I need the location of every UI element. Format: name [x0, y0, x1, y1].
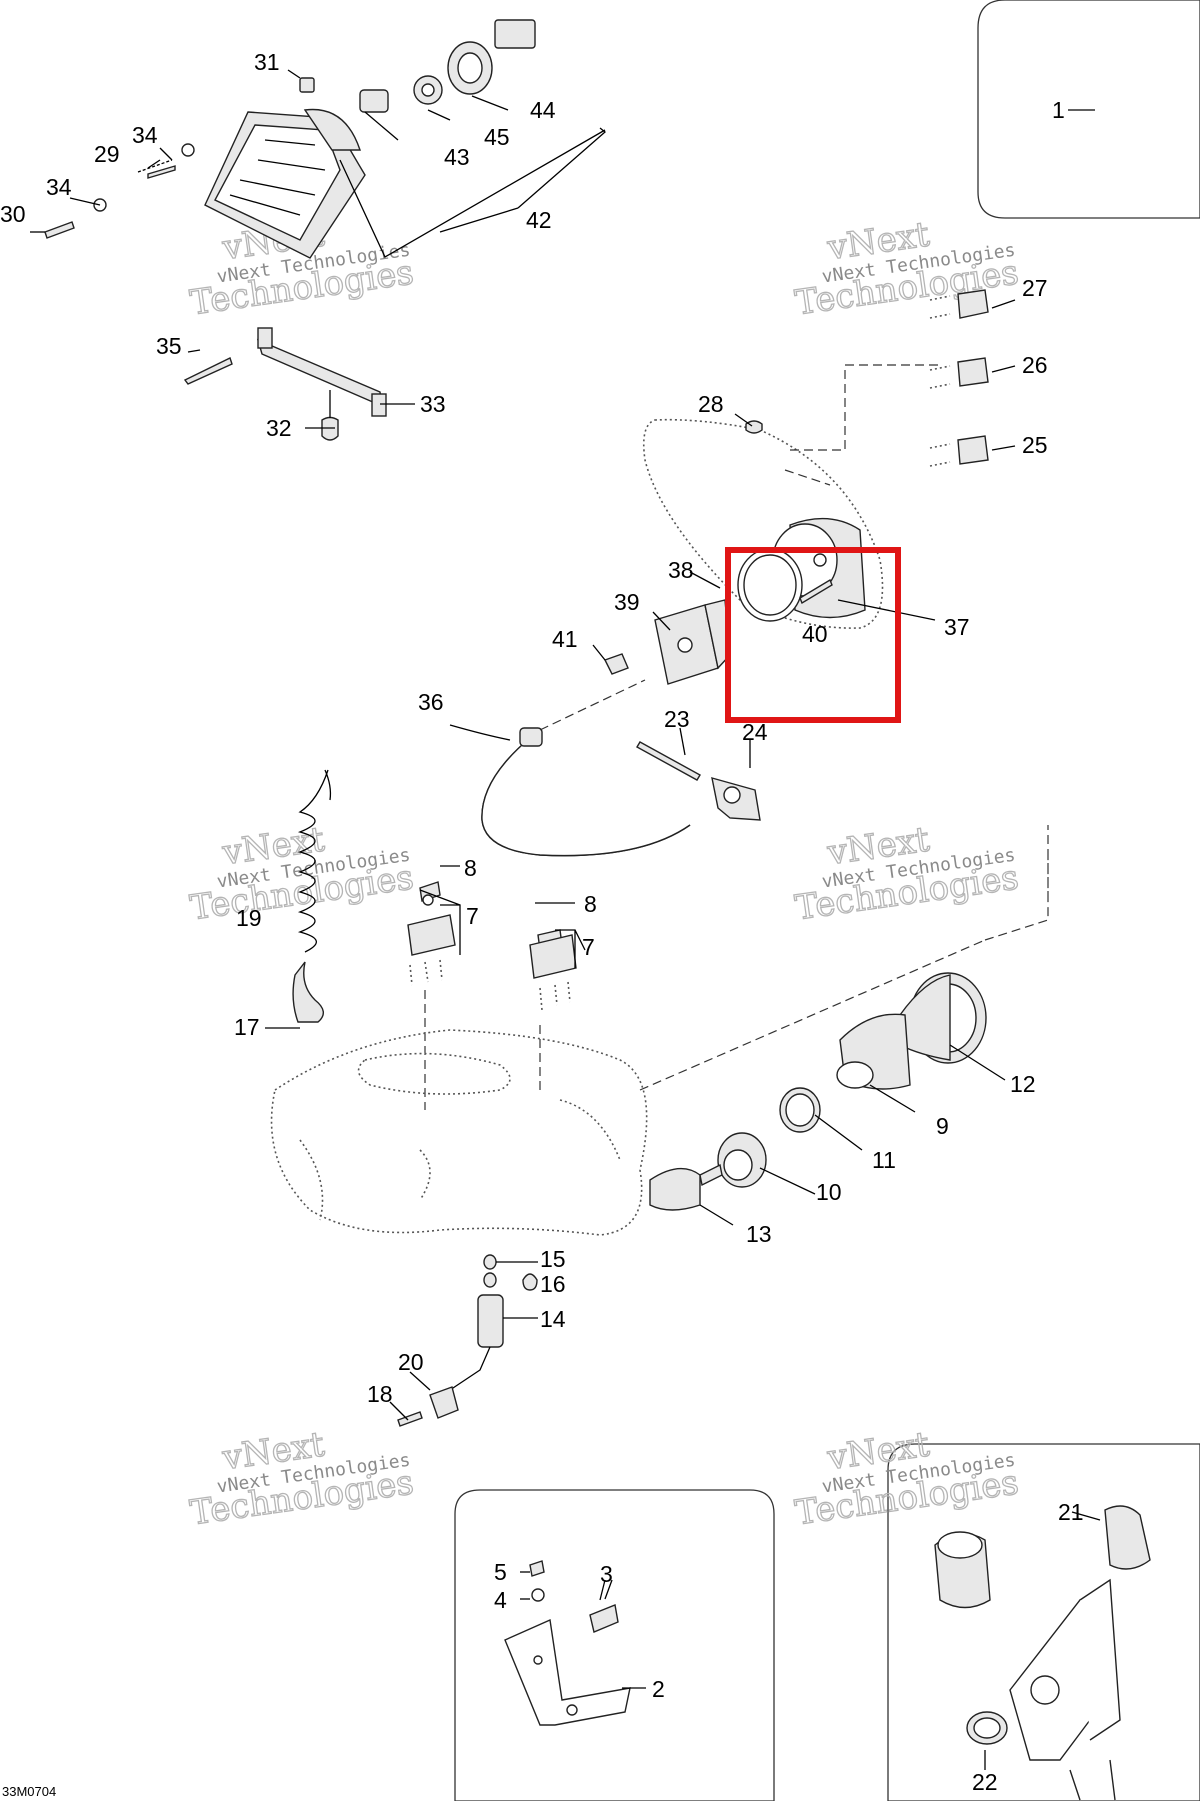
inset-box-top-right: [977, 0, 1200, 219]
callout-39: 39: [614, 589, 640, 615]
callout-34a: 34: [132, 122, 158, 148]
headlamp-bracket: [183, 327, 387, 441]
callout-8a: 8: [464, 855, 477, 881]
callout-31: 31: [254, 49, 280, 75]
callout-4: 4: [494, 1587, 507, 1613]
inset-handle: [934, 1505, 1151, 1801]
headlamp-assembly: [44, 19, 536, 259]
callout-23: 23: [664, 706, 690, 732]
callout-42: 42: [526, 207, 552, 233]
callout-33: 33: [420, 391, 446, 417]
callout-14: 14: [540, 1306, 566, 1332]
callout-7a: 7: [466, 903, 479, 929]
switches: [407, 881, 577, 1110]
callout-9: 9: [936, 1113, 949, 1139]
callout-25: 25: [1022, 432, 1048, 458]
ignition-switch-group: [639, 825, 1049, 1211]
callout-19: 19: [236, 905, 262, 931]
callout-28: 28: [698, 391, 724, 417]
callout-5: 5: [494, 1559, 507, 1585]
callout-12: 12: [1010, 1071, 1036, 1097]
callout-1: 1: [1052, 97, 1065, 123]
callout-44: 44: [530, 97, 556, 123]
callout-7b: 7: [582, 934, 595, 960]
callout-3: 3: [600, 1561, 613, 1587]
callout-13: 13: [746, 1221, 772, 1247]
callout-37: 37: [944, 614, 970, 640]
callout-8b: 8: [584, 891, 597, 917]
callout-2: 2: [652, 1676, 665, 1702]
inset-box-bottom-right: [887, 1443, 1200, 1801]
handlebar-pad-outline: [270, 1029, 648, 1236]
callout-numbers: 1 2 3 4 5 7 7 8 8 9 10 11 12 13 14 15 16…: [0, 49, 1084, 1795]
callout-29: 29: [94, 141, 120, 167]
callout-16: 16: [540, 1271, 566, 1297]
leader-lines: [30, 69, 1101, 1770]
fuel-sender: [397, 1254, 538, 1427]
diagram-code: 33M0704: [2, 1784, 56, 1799]
callout-30: 30: [0, 201, 26, 227]
callout-32: 32: [266, 415, 292, 441]
watermark-group: vNext vNext Technologies Technologies vN…: [187, 214, 1022, 1534]
callout-11: 11: [872, 1147, 896, 1173]
callout-43: 43: [444, 144, 470, 170]
speedo-cable: [481, 679, 761, 857]
callout-38: 38: [668, 557, 694, 583]
callout-41: 41: [552, 626, 578, 652]
callout-21: 21: [1058, 1499, 1084, 1525]
callout-35: 35: [156, 333, 182, 359]
inset-box-bottom-center: [454, 1489, 775, 1801]
gauge-bracket: [604, 599, 731, 685]
callout-17: 17: [234, 1014, 260, 1040]
callout-34b: 34: [46, 174, 72, 200]
gauge-pod: [642, 289, 989, 629]
callout-45: 45: [484, 124, 510, 150]
highlight-box: [725, 547, 901, 723]
callout-20: 20: [398, 1349, 424, 1375]
callout-40: 40: [802, 621, 828, 647]
callout-15: 15: [540, 1246, 566, 1272]
callout-36: 36: [418, 689, 444, 715]
inset-bracket: [504, 1560, 631, 1726]
callout-24: 24: [742, 719, 768, 745]
tether-cord: [292, 769, 332, 1023]
callout-22: 22: [972, 1769, 998, 1795]
callout-27: 27: [1022, 275, 1048, 301]
callout-26: 26: [1022, 352, 1048, 378]
callout-10: 10: [816, 1179, 842, 1205]
callout-18: 18: [367, 1381, 393, 1407]
